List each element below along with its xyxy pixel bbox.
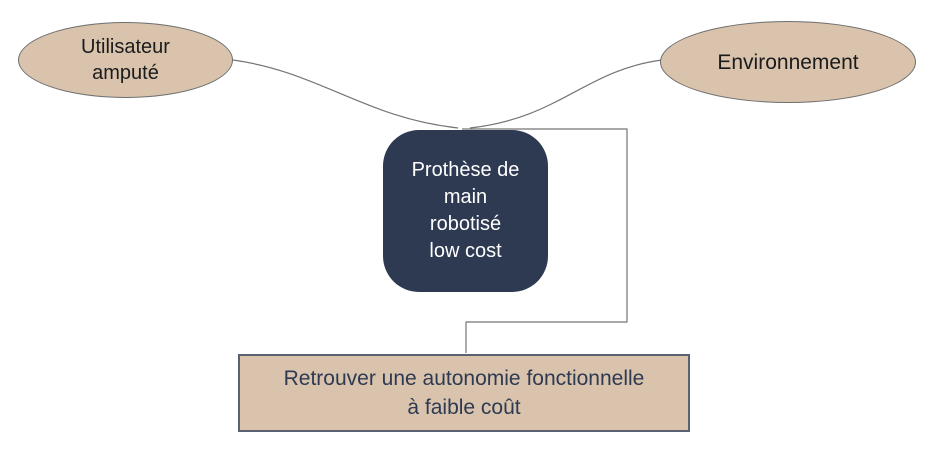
node-environnement[interactable]: Environnement bbox=[660, 21, 916, 103]
node-utilisateur-ampute-label-line2: amputé bbox=[92, 62, 159, 84]
edge-environment-to-center bbox=[469, 59, 663, 129]
node-environnement-label: Environnement bbox=[717, 50, 859, 74]
node-utilisateur-ampute[interactable]: Utilisateur amputé bbox=[18, 22, 233, 98]
node-prothese-label-line3: robotisé bbox=[429, 213, 502, 235]
node-retrouver-autonomie-label-line2: à faible coût bbox=[407, 396, 521, 419]
node-prothese-label-line2: main bbox=[443, 186, 488, 208]
node-retrouver-autonomie[interactable]: Retrouver une autonomie fonctionnelle à … bbox=[238, 354, 690, 432]
node-utilisateur-ampute-label-line1: Utilisateur bbox=[81, 36, 170, 58]
edge-center-to-goal bbox=[462, 128, 628, 353]
node-retrouver-autonomie-label-line1: Retrouver une autonomie fonctionnelle bbox=[283, 367, 645, 390]
edge-user-to-center bbox=[232, 59, 459, 129]
node-prothese-label-line1: Prothèse de bbox=[411, 159, 520, 181]
node-prothese-label-line4: low cost bbox=[429, 240, 502, 262]
node-prothese-main-robotise[interactable]: Prothèse de main robotisé low cost bbox=[383, 130, 548, 292]
